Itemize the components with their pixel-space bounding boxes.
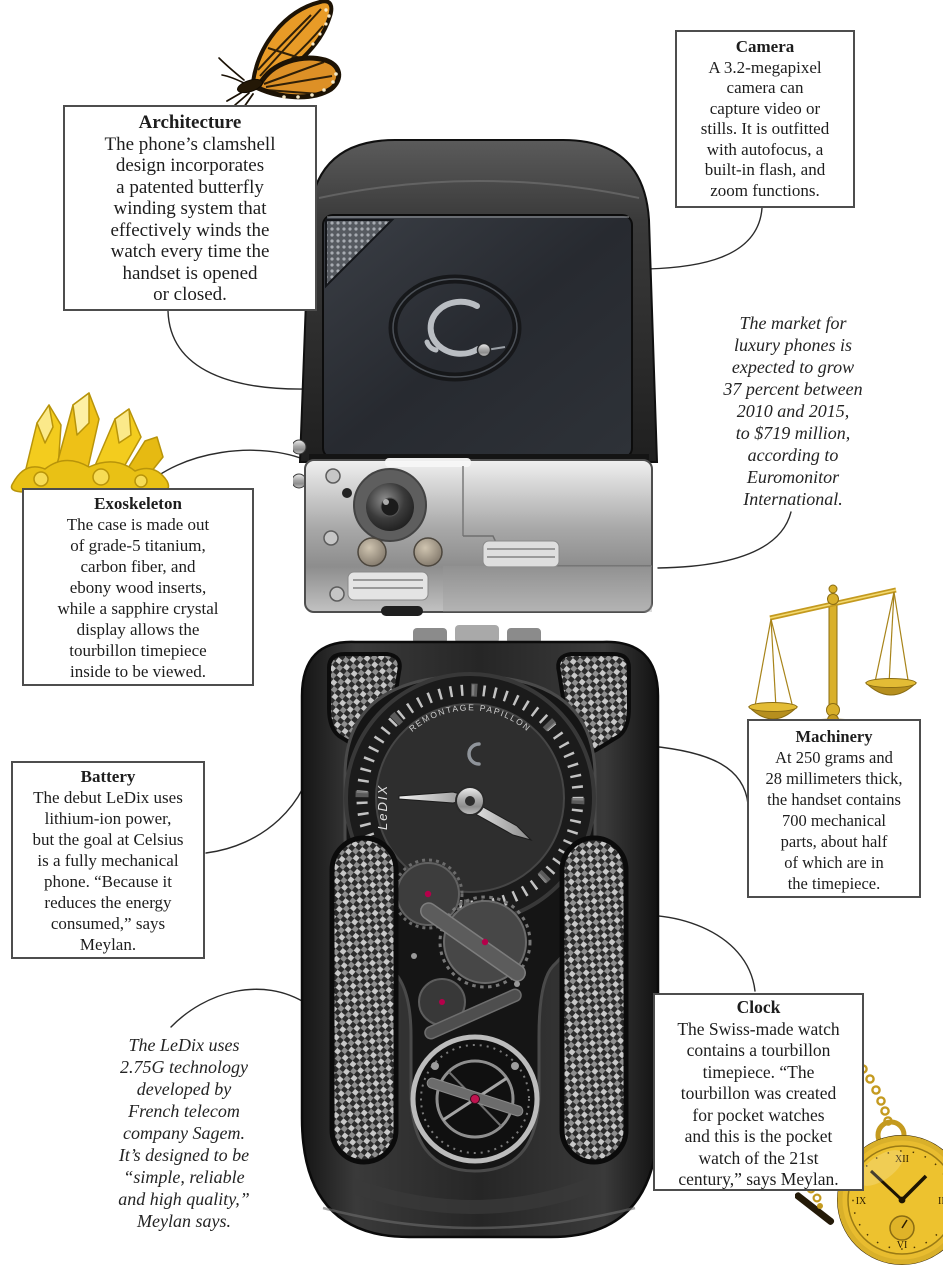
callout-machinery-body: At 250 grams and 28 millimeters thick, t… xyxy=(765,748,903,893)
callout-architecture-body: The phone’s clamshell design incorporate… xyxy=(104,133,276,306)
callout-exoskeleton-body: The case is made out of grade-5 titanium… xyxy=(57,515,219,681)
connector-market-quote xyxy=(657,511,792,569)
watch-numeral-3: III xyxy=(938,1196,943,1207)
phone-lid xyxy=(293,139,659,489)
callout-exoskeleton: Exoskeleton The case is made out of grad… xyxy=(22,488,254,686)
market-quote: The market for luxury phones is expected… xyxy=(723,313,863,509)
gold-crystal-image xyxy=(10,392,170,493)
watch-numeral-12: XII xyxy=(895,1154,909,1165)
callout-battery: Battery The debut LeDix uses lithium-ion… xyxy=(11,761,205,959)
callout-clock: Clock The Swiss-made watch contains a to… xyxy=(653,993,864,1191)
watch-gears xyxy=(392,858,532,1051)
dial-side-text: LeDIX xyxy=(375,784,390,830)
grip-ridges xyxy=(347,540,560,601)
phone-lower-body: REMONTAGE PAPILLON LeDIX xyxy=(300,625,660,1239)
callout-machinery: Machinery At 250 grams and 28 millimeter… xyxy=(747,719,921,898)
tourbillon xyxy=(410,1034,540,1164)
connector-technology-quote xyxy=(170,988,308,1028)
hinge-button xyxy=(413,537,443,567)
callout-camera: Camera A 3.2-megapixel camera can captur… xyxy=(675,30,855,208)
callout-exoskeleton-title: Exoskeleton xyxy=(94,494,182,513)
side-button xyxy=(293,439,307,455)
carbon-panel-right xyxy=(559,835,629,1165)
technology-quote: The LeDix uses 2.75G technology develope… xyxy=(118,1035,250,1231)
phone-hinge xyxy=(304,458,653,616)
carbon-panel-left xyxy=(329,835,399,1165)
watch-numeral-9: IX xyxy=(856,1196,867,1207)
callout-architecture-title: Architecture xyxy=(138,112,242,133)
callout-architecture: Architecture The phone’s clamshell desig… xyxy=(63,105,317,311)
watch-dial: REMONTAGE PAPILLON LeDIX xyxy=(344,672,596,924)
balance-scale-image xyxy=(748,584,918,734)
callout-machinery-title: Machinery xyxy=(795,727,873,746)
callout-camera-title: Camera xyxy=(735,37,795,56)
hinge-button xyxy=(357,537,387,567)
phone-image: REMONTAGE PAPILLON LeDIX xyxy=(293,139,660,1239)
callout-battery-title: Battery xyxy=(80,767,136,786)
butterfly-image xyxy=(218,0,342,108)
lid-mesh-corner xyxy=(325,219,395,289)
callout-clock-body: The Swiss-made watch contains a tourbill… xyxy=(677,1018,840,1190)
connector-machinery xyxy=(649,745,749,805)
callout-camera-body: A 3.2-megapixel camera can capture video… xyxy=(700,57,830,200)
watch-numeral-6: VI xyxy=(897,1240,908,1251)
lid-logo xyxy=(388,274,522,382)
callout-clock-title: Clock xyxy=(736,997,781,1017)
hinge-screws xyxy=(323,468,345,602)
connector-architecture xyxy=(167,310,307,390)
callout-battery-body: The debut LeDix uses lithium-ion power, … xyxy=(32,788,184,954)
